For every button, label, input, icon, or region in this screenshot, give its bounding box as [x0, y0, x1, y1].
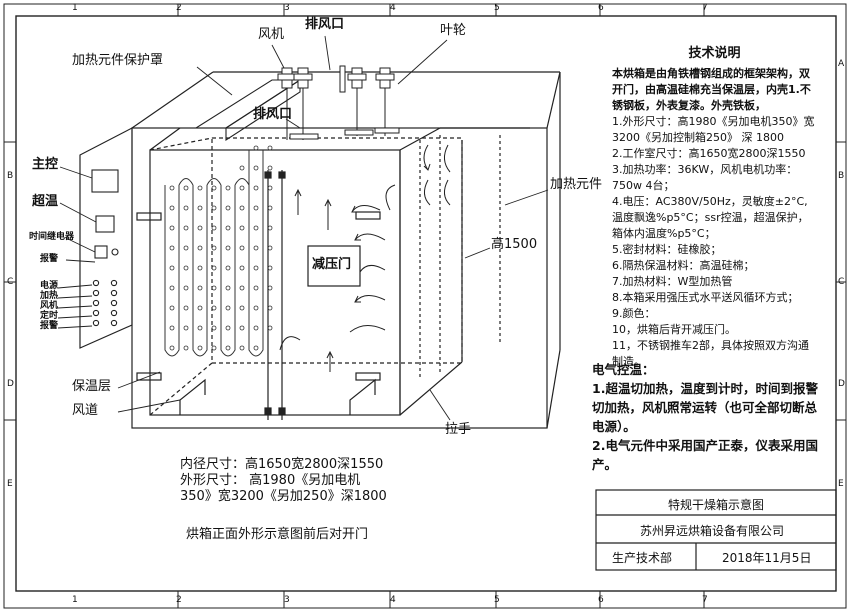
outer-frame	[3, 3, 847, 609]
dims-line-1: 内径尺寸：高1650宽2800深1550	[180, 457, 384, 472]
timer-relay-box	[94, 245, 108, 259]
label-impeller: 叶轮	[440, 23, 467, 38]
drawing-title: 特规干燥箱示意图	[668, 498, 765, 512]
label-power: 电源	[40, 281, 59, 291]
title-block	[595, 489, 837, 571]
tech-item: 9.颜色：	[612, 307, 656, 320]
border-mark-top-7: 7	[702, 3, 708, 13]
label-height: 高1500	[491, 237, 538, 252]
border-mark-right-b: B	[838, 171, 845, 181]
border-mark-left-e: E	[7, 479, 13, 489]
label-insulation: 保温层	[72, 379, 112, 394]
label-alarm-small: 报警	[40, 321, 59, 331]
department: 生产技术部	[612, 551, 673, 565]
label-main-control: 主控	[32, 157, 59, 172]
label-exhaust-top: 排风口	[305, 17, 345, 32]
tech-title: 技术说明	[688, 46, 741, 61]
electric-title: 电气控温：	[592, 362, 655, 377]
fan-motors	[277, 65, 400, 140]
border-mark-top-1: 1	[72, 3, 78, 13]
airflow-arrows	[279, 144, 451, 372]
label-exhaust-mid: 排风口	[253, 107, 293, 122]
border-mark-left-d: D	[7, 379, 14, 389]
border-mark-top-6: 6	[598, 3, 604, 13]
dims-line-3: 350》宽3200《另加250》深1800	[180, 489, 387, 504]
label-pressure-door: 减压门	[312, 257, 352, 272]
border-mark-bottom-7: 7	[702, 595, 708, 605]
tech-item: 4.电压：AC380V/50Hz，灵敏度±2°C,温度飘逸%p5°C；ssr控温…	[612, 195, 809, 240]
tech-item: 6.隔热保温材料：高温硅棉；	[612, 259, 755, 272]
border-mark-bottom-4: 4	[390, 595, 396, 605]
border-mark-bottom-1: 1	[72, 595, 78, 605]
tech-item: 5.密封材料：硅橡胶；	[612, 243, 722, 256]
border-mark-right-d: D	[838, 379, 845, 389]
tech-intro: 本烘箱是由角铁槽钢组成的框架架构，双开门，由高温硅棉充当保温层，内壳1.不锈钢板…	[612, 67, 811, 112]
label-heater-cover: 加热元件保护罩	[72, 53, 164, 68]
tech-notes: 技术说明 本烘箱是由角铁槽钢组成的框架架构，双开门，由高温硅棉充当保温层，内壳1…	[612, 46, 817, 370]
label-timer-relay: 时间继电器	[29, 232, 75, 242]
label-heater-element: 加热元件	[550, 177, 603, 192]
tech-item: 1.外形尺寸：高1980《另加电机350》宽3200《另加控制箱250》 深 1…	[612, 115, 815, 144]
tech-item: 10，烘箱后背开减压门。	[612, 323, 736, 336]
border-mark-top-3: 3	[284, 3, 290, 13]
border-mark-top-2: 2	[176, 3, 182, 13]
leader-lines	[57, 35, 549, 421]
pressure-door-box	[307, 245, 361, 287]
electric-item-2: 2.电气元件中采用国产正泰，仪表采用国产。	[592, 438, 818, 472]
label-alarm: 报警	[40, 254, 59, 264]
dims-caption: 烘箱正面外形示意图前后对开门	[186, 527, 369, 542]
drawing-date: 2018年11月5日	[722, 551, 812, 565]
border-mark-right-e: E	[838, 479, 844, 489]
border-mark-bottom-5: 5	[494, 595, 500, 605]
dims-line-2: 外形尺寸： 高1980《另加电机	[180, 473, 361, 488]
tech-item: 3.加热功率：36KW，风机电机功率：750w 4台；	[612, 163, 798, 192]
tech-item: 8.本箱采用强压式水平送风循环方式；	[612, 291, 799, 304]
border-mark-right-c: C	[838, 277, 845, 287]
door-handle-rods	[264, 170, 286, 420]
w-heater-tubes	[164, 150, 264, 357]
label-handle: 拉手	[445, 422, 472, 437]
label-over-temp: 超温	[32, 194, 59, 209]
label-timing: 定时	[40, 311, 59, 321]
label-air-duct: 风道	[72, 403, 99, 418]
heater-dots	[169, 145, 273, 351]
electric-item-1: 1.超温切加热，温度到计时，时间到报警切加热，风机照常运转（也可全部切断总电源）…	[592, 381, 818, 434]
border-mark-bottom-3: 3	[284, 595, 290, 605]
control-cabinet	[79, 127, 133, 349]
border-ticks	[4, 4, 846, 608]
border-mark-top-4: 4	[390, 3, 396, 13]
label-fan-small: 风机	[40, 301, 59, 311]
border-mark-bottom-2: 2	[176, 595, 182, 605]
electric-notes: 电气控温： 1.超温切加热，温度到计时，时间到报警切加热，风机照常运转（也可全部…	[592, 360, 820, 474]
border-mark-right-a: A	[838, 59, 845, 69]
company-name: 苏州昇远烘箱设备有限公司	[640, 524, 785, 538]
label-fan: 风机	[258, 27, 285, 42]
label-heating: 加热	[40, 291, 59, 301]
border-mark-left-b: B	[7, 171, 14, 181]
tech-item: 7.加热材料：W型加热管	[612, 275, 733, 288]
border-mark-bottom-6: 6	[598, 595, 604, 605]
tech-item: 11，不锈钢推车2部，具体按照双方沟通制造。	[612, 339, 809, 368]
main-control-box	[91, 169, 119, 193]
over-temp-box	[95, 215, 115, 233]
inner-frame	[15, 15, 837, 592]
border-mark-top-5: 5	[494, 3, 500, 13]
border-mark-left-c: C	[7, 277, 14, 287]
tech-item: 2.工作室尺寸：高1650宽2800深1550	[612, 147, 806, 160]
